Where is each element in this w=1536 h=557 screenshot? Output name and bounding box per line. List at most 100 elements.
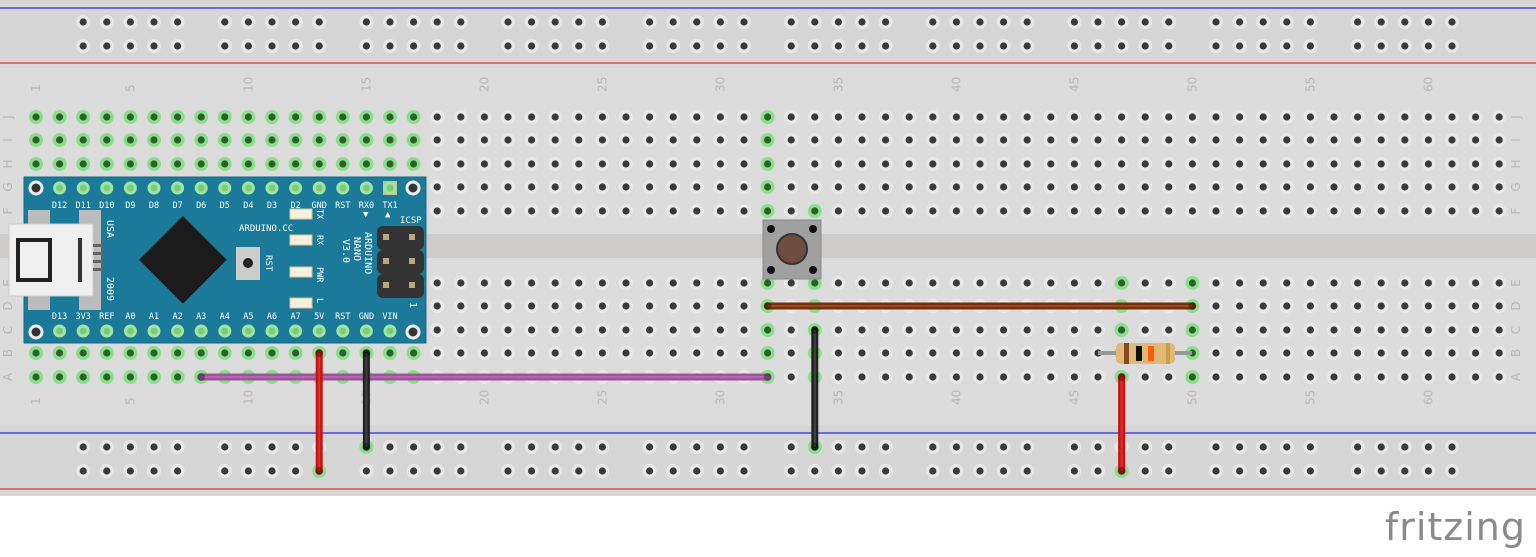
breadboard-hole[interactable] (501, 276, 515, 290)
breadboard-hole[interactable] (571, 110, 586, 124)
breadboard-hole[interactable] (713, 39, 728, 53)
breadboard-hole[interactable] (1256, 299, 1271, 313)
breadboard-hole[interactable] (1327, 157, 1341, 171)
breadboard-hole[interactable] (571, 39, 586, 53)
breadboard-hole[interactable] (1067, 276, 1082, 290)
arduino-pin[interactable] (171, 181, 185, 195)
breadboard-hole[interactable] (312, 39, 327, 53)
breadboard-hole[interactable] (973, 276, 987, 290)
breadboard-hole[interactable] (713, 276, 728, 290)
breadboard-hole[interactable] (453, 299, 468, 313)
breadboard-hole[interactable] (571, 204, 586, 218)
breadboard-hole[interactable] (925, 39, 940, 53)
breadboard-hole[interactable] (1161, 323, 1176, 337)
arduino-pin[interactable] (171, 324, 185, 338)
arduino-pin[interactable] (289, 181, 303, 195)
breadboard-hole[interactable] (925, 323, 940, 337)
breadboard-hole[interactable] (1209, 157, 1223, 171)
arduino-pin[interactable] (218, 324, 232, 338)
breadboard-hole[interactable] (1161, 180, 1176, 194)
breadboard-hole[interactable] (925, 180, 940, 194)
breadboard-hole[interactable] (241, 39, 256, 53)
breadboard-hole[interactable] (1161, 39, 1176, 53)
breadboard-hole[interactable] (1421, 110, 1436, 124)
breadboard-hole[interactable] (1279, 133, 1294, 147)
breadboard-hole[interactable] (477, 276, 492, 290)
breadboard-hole[interactable] (902, 323, 917, 337)
breadboard-hole[interactable] (1114, 204, 1129, 218)
breadboard-hole[interactable] (76, 346, 91, 360)
breadboard-hole[interactable] (1468, 299, 1483, 313)
breadboard-hole[interactable] (1067, 370, 1082, 384)
breadboard-hole[interactable] (1091, 15, 1105, 29)
breadboard-hole[interactable] (996, 180, 1011, 194)
breadboard-hole[interactable] (642, 323, 657, 337)
breadboard-hole[interactable] (642, 276, 657, 290)
breadboard-hole[interactable] (52, 346, 67, 360)
breadboard-hole[interactable] (689, 39, 704, 53)
breadboard-hole[interactable] (878, 370, 893, 384)
breadboard-hole[interactable] (241, 346, 256, 360)
breadboard-hole[interactable] (288, 464, 303, 478)
breadboard-hole[interactable] (548, 39, 563, 53)
breadboard-hole[interactable] (52, 110, 67, 124)
arduino-pin[interactable] (123, 324, 137, 338)
breadboard-hole[interactable] (619, 133, 633, 147)
breadboard-hole[interactable] (1020, 157, 1035, 171)
breadboard-hole[interactable] (406, 346, 421, 360)
breadboard-hole[interactable] (52, 157, 67, 171)
breadboard-hole[interactable] (760, 323, 775, 337)
breadboard-hole[interactable] (973, 39, 987, 53)
breadboard-hole[interactable] (406, 157, 421, 171)
breadboard-hole[interactable] (524, 464, 539, 478)
breadboard-hole[interactable] (737, 299, 751, 313)
breadboard-hole[interactable] (949, 133, 964, 147)
breadboard-hole[interactable] (430, 276, 445, 290)
breadboard-hole[interactable] (973, 370, 987, 384)
breadboard-hole[interactable] (1185, 276, 1200, 290)
breadboard-hole[interactable] (430, 440, 445, 454)
breadboard-hole[interactable] (1043, 370, 1058, 384)
breadboard-hole[interactable] (831, 323, 846, 337)
breadboard-hole[interactable] (666, 346, 681, 360)
breadboard-hole[interactable] (1020, 276, 1035, 290)
breadboard-hole[interactable] (453, 440, 468, 454)
breadboard-hole[interactable] (1209, 323, 1223, 337)
breadboard-hole[interactable] (996, 133, 1011, 147)
breadboard-hole[interactable] (1421, 133, 1436, 147)
breadboard-hole[interactable] (383, 15, 397, 29)
breadboard-hole[interactable] (1232, 370, 1247, 384)
breadboard-hole[interactable] (855, 180, 869, 194)
breadboard-hole[interactable] (477, 133, 492, 147)
breadboard-hole[interactable] (1020, 180, 1035, 194)
arduino-pin[interactable] (147, 324, 161, 338)
breadboard-hole[interactable] (1374, 440, 1389, 454)
breadboard-hole[interactable] (430, 204, 445, 218)
breadboard-hole[interactable] (666, 204, 681, 218)
breadboard-hole[interactable] (784, 440, 799, 454)
breadboard-hole[interactable] (1067, 440, 1082, 454)
breadboard-hole[interactable] (878, 39, 893, 53)
breadboard-hole[interactable] (1303, 15, 1318, 29)
breadboard-hole[interactable] (996, 276, 1011, 290)
breadboard-hole[interactable] (973, 346, 987, 360)
breadboard-hole[interactable] (973, 204, 987, 218)
arduino-pin[interactable] (194, 324, 208, 338)
breadboard-hole[interactable] (1256, 276, 1271, 290)
breadboard-hole[interactable] (1492, 204, 1507, 218)
breadboard-hole[interactable] (1114, 180, 1129, 194)
breadboard-hole[interactable] (76, 133, 91, 147)
breadboard-hole[interactable] (571, 464, 586, 478)
breadboard-hole[interactable] (1114, 157, 1129, 171)
breadboard-hole[interactable] (477, 204, 492, 218)
breadboard-hole[interactable] (689, 323, 704, 337)
breadboard-hole[interactable] (217, 346, 232, 360)
breadboard-hole[interactable] (1492, 370, 1507, 384)
breadboard-hole[interactable] (1279, 39, 1294, 53)
breadboard-hole[interactable] (147, 157, 161, 171)
breadboard-hole[interactable] (217, 15, 232, 29)
breadboard-hole[interactable] (170, 440, 185, 454)
breadboard-hole[interactable] (1397, 204, 1412, 218)
breadboard-hole[interactable] (359, 157, 374, 171)
breadboard-hole[interactable] (1091, 133, 1105, 147)
